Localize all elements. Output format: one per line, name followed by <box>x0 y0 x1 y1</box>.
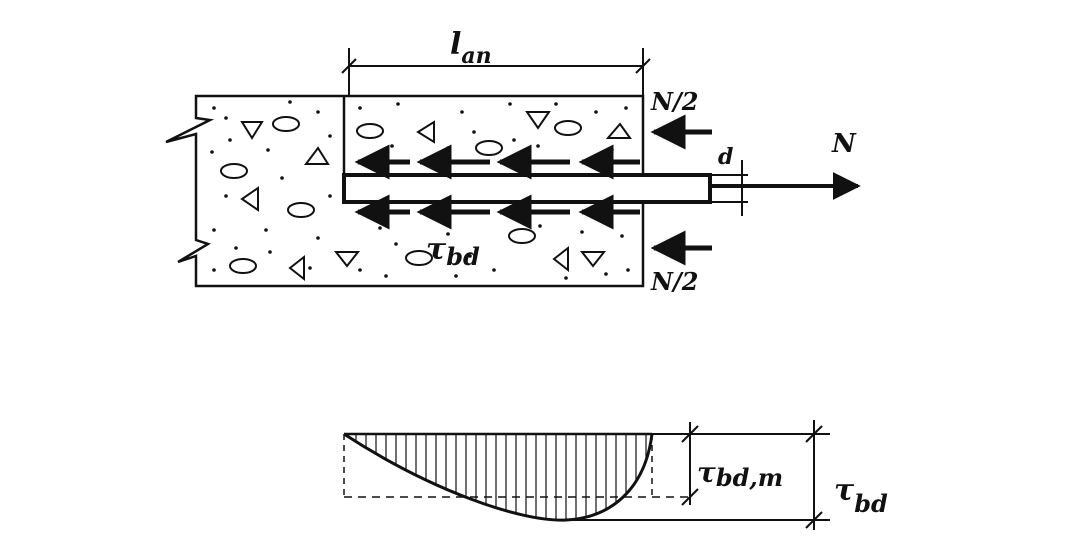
aggregate-dot <box>472 130 476 134</box>
half-force-label-bottom: N/2 <box>650 267 698 296</box>
aggregate-dot <box>358 106 362 110</box>
aggregate-dot <box>626 268 630 272</box>
aggregate-dot <box>446 146 450 150</box>
aggregate-dot <box>396 102 400 106</box>
max-bond-stress-label: τbd <box>834 473 888 518</box>
aggregate-dot <box>508 102 512 106</box>
bond-stress-distribution <box>343 432 690 522</box>
aggregate-dot <box>234 246 238 250</box>
aggregate-dot <box>610 148 614 152</box>
diameter-label: d <box>718 144 733 170</box>
aggregate-dot <box>536 144 540 148</box>
aggregate-dot <box>316 236 320 240</box>
aggregate-dot <box>384 274 388 278</box>
aggregate-dot <box>460 110 464 114</box>
aggregate-dot <box>492 268 496 272</box>
aggregate-dot <box>468 254 472 258</box>
aggregate-dot <box>594 110 598 114</box>
aggregate-dot <box>264 228 268 232</box>
mean-bond-stress-label: τbd,m <box>697 456 783 492</box>
anchorage-length-label: lan <box>450 27 492 69</box>
aggregate-dot <box>512 138 516 142</box>
aggregate-dot <box>394 242 398 246</box>
aggregate-pebbles <box>220 116 582 274</box>
aggregate-dot <box>624 106 628 110</box>
aggregate-dot <box>564 276 568 280</box>
aggregate-dot <box>554 102 558 106</box>
max-bond-stress-dimension <box>570 420 830 530</box>
anchorage-length-dimension <box>341 48 651 96</box>
distribution-hatching <box>355 434 647 521</box>
aggregate-dot <box>212 106 216 110</box>
aggregate-dot <box>446 232 450 236</box>
aggregate-dot <box>328 194 332 198</box>
aggregate-dot <box>316 110 320 114</box>
aggregate-triangles <box>240 111 632 282</box>
aggregate-dot <box>620 234 624 238</box>
aggregate-dot <box>390 144 394 148</box>
aggregate-dot <box>280 176 284 180</box>
tension-label: N <box>831 129 857 159</box>
aggregate-dot <box>580 230 584 234</box>
aggregate-dot <box>210 150 214 154</box>
aggregate-dot <box>604 272 608 276</box>
aggregate-dots <box>210 100 630 280</box>
aggregate-dot <box>538 224 542 228</box>
aggregate-dot <box>212 268 216 272</box>
bond-stress-label: τbd <box>426 232 480 271</box>
aggregate-dot <box>224 194 228 198</box>
aggregate-dot <box>224 116 228 120</box>
aggregate-dot <box>288 100 292 104</box>
concrete-block <box>165 94 645 288</box>
aggregate-dot <box>308 266 312 270</box>
half-force-label-top: N/2 <box>650 87 698 116</box>
aggregate-dot <box>454 274 458 278</box>
aggregate-dot <box>358 268 362 272</box>
aggregate-dot <box>228 138 232 142</box>
aggregate-dot <box>378 226 382 230</box>
aggregate-dot <box>212 228 216 232</box>
aggregate-dot <box>266 148 270 152</box>
aggregate-dot <box>268 250 272 254</box>
rebar <box>342 173 712 204</box>
aggregate-dot <box>328 134 332 138</box>
